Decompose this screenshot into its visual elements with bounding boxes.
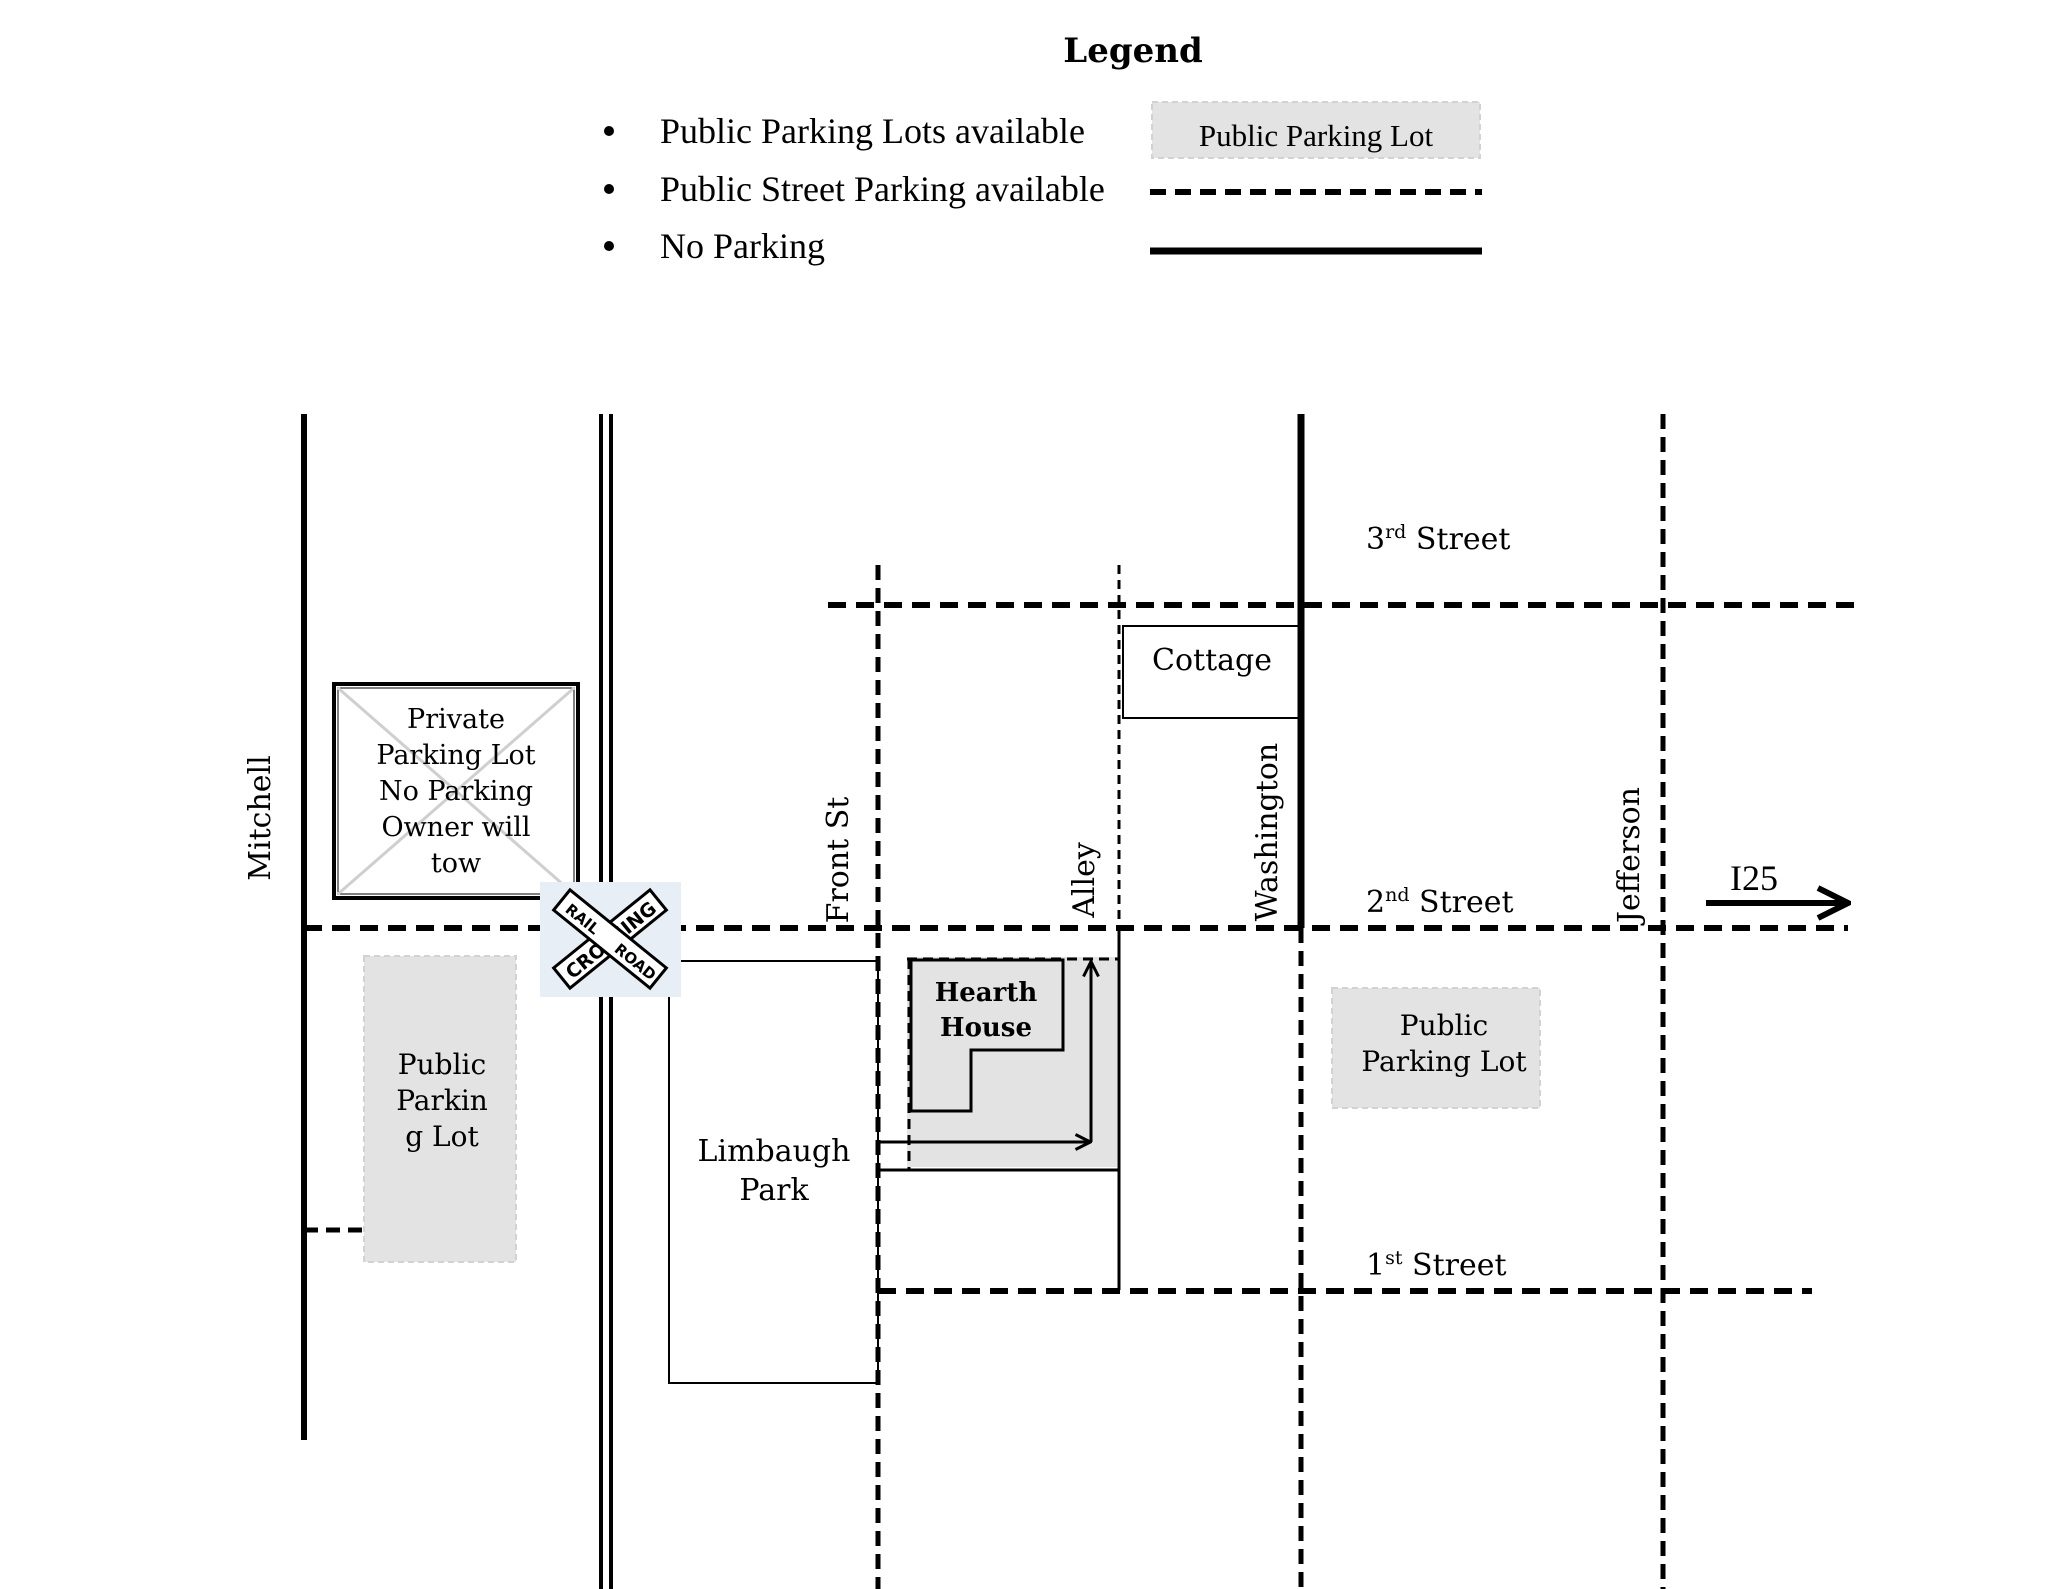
legend-label-no-parking: No Parking xyxy=(660,226,825,266)
front-st-label: Front St xyxy=(821,797,856,924)
legend-label-public-lots: Public Parking Lots available xyxy=(660,111,1085,151)
bullet-icon xyxy=(604,126,614,136)
legend-label-street-parking: Public Street Parking available xyxy=(660,169,1105,209)
alley-label: Alley xyxy=(1067,842,1102,919)
public-lot-west-label-line: g Lot xyxy=(405,1120,479,1153)
private-lot-label-line: Private xyxy=(407,704,505,735)
second-street-label: 2nd Street xyxy=(1366,884,1514,920)
public-lot-west-label-line: Parkin xyxy=(396,1084,488,1117)
limbaugh-park-label-line: Park xyxy=(739,1173,809,1208)
washington-street-label: Washington xyxy=(1250,743,1285,921)
legend-swatch-label: Public Parking Lot xyxy=(1199,118,1434,153)
private-lot-label-line: Parking Lot xyxy=(376,740,535,771)
private-lot-label-line: Owner will xyxy=(381,812,530,843)
private-lot-border xyxy=(332,682,580,900)
private-lot-x-mark xyxy=(337,686,575,896)
public-lot-west xyxy=(363,955,517,1263)
hearth-house-lot xyxy=(907,957,1117,1167)
legend-item-no-parking: No Parking xyxy=(604,226,1482,266)
bullet-icon xyxy=(604,241,614,251)
public-lot-east-label-line: Public xyxy=(1400,1009,1488,1042)
private-lot-label-line: No Parking xyxy=(379,776,533,807)
legend-swatch-public-lot xyxy=(1151,101,1481,159)
limbaugh-park-outline xyxy=(668,960,879,1384)
jefferson-street-label: Jefferson xyxy=(1612,787,1647,926)
legend: Legend Public Parking Lots available Pub… xyxy=(604,31,1482,266)
first-street-label: 1st Street xyxy=(1366,1247,1507,1283)
cottage-label: Cottage xyxy=(1152,643,1272,678)
legend-item-public-lots: Public Parking Lots available Public Par… xyxy=(604,101,1481,159)
public-lot-west-label-line: Public xyxy=(398,1048,486,1081)
legend-title: Legend xyxy=(1063,31,1202,71)
i25-label: I25 xyxy=(1730,858,1778,898)
cottage-outline xyxy=(1122,625,1301,719)
bullet-icon xyxy=(604,184,614,194)
limbaugh-park-label-line: Limbaugh xyxy=(698,1134,851,1169)
mitchell-street-label: Mitchell xyxy=(243,755,278,880)
hearth-house-building xyxy=(909,958,1065,1113)
private-parking-lot: Private Parking Lot No Parking Owner wil… xyxy=(332,682,580,900)
private-lot-inner-border xyxy=(337,687,575,895)
hearth-house-label-line: House xyxy=(940,1013,1032,1043)
railroad-crossing-sign-icon: CROSSING RAIL ROAD xyxy=(540,882,681,997)
public-lot-east-label-line: Parking Lot xyxy=(1361,1045,1527,1078)
hearth-house-label-line: Hearth xyxy=(935,978,1038,1008)
legend-item-street-parking: Public Street Parking available xyxy=(604,169,1482,209)
public-lot-east xyxy=(1331,987,1541,1109)
private-lot-label-line: tow xyxy=(431,848,481,879)
third-street-label: 3rd Street xyxy=(1366,521,1510,557)
